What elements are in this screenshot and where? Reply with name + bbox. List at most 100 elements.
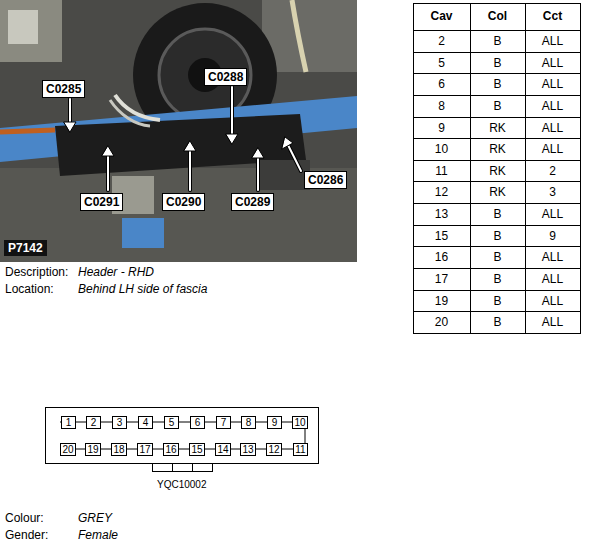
pin-table-grid bbox=[414, 225, 581, 226]
table-header: Cct bbox=[525, 9, 580, 23]
leader-arrow bbox=[64, 87, 301, 190]
pin-table-grid bbox=[414, 138, 581, 139]
leader-arrow bbox=[252, 148, 264, 158]
table-cell: 6 bbox=[413, 77, 470, 91]
table-cell: B bbox=[470, 229, 525, 243]
pin-number: 13 bbox=[240, 443, 256, 456]
pin-number: 6 bbox=[190, 416, 205, 429]
table-cell: ALL bbox=[525, 315, 580, 329]
field-name: Description: bbox=[5, 265, 68, 279]
connector-callout: C0289 bbox=[231, 193, 274, 211]
pin-number: 10 bbox=[292, 416, 308, 429]
pin-number: 1 bbox=[61, 416, 76, 429]
table-cell: ALL bbox=[525, 142, 580, 156]
table-cell: B bbox=[470, 250, 525, 264]
table-cell: 20 bbox=[413, 315, 470, 329]
leader-arrow bbox=[226, 134, 238, 144]
table-cell: B bbox=[470, 207, 525, 221]
photo-number: P7142 bbox=[4, 240, 47, 256]
pin-number: 14 bbox=[215, 443, 231, 456]
photo bbox=[0, 130, 55, 132]
photo bbox=[0, 0, 357, 262]
pin-table-grid bbox=[414, 4, 581, 334]
field-value: Female bbox=[78, 528, 118, 542]
table-cell: ALL bbox=[525, 34, 580, 48]
table-cell: 10 bbox=[413, 142, 470, 156]
photo bbox=[260, 160, 310, 190]
table-cell: 2 bbox=[413, 34, 470, 48]
photo bbox=[0, 0, 62, 62]
pin-number: 8 bbox=[241, 416, 256, 429]
pin-number: 7 bbox=[216, 416, 231, 429]
field-value: Header - RHD bbox=[78, 265, 154, 279]
pin-table-grid bbox=[414, 31, 581, 312]
table-cell: ALL bbox=[525, 56, 580, 70]
photo bbox=[110, 100, 150, 126]
pin-table-grid bbox=[414, 30, 581, 31]
photo bbox=[122, 218, 164, 248]
leader-arrow bbox=[106, 154, 110, 190]
photo bbox=[0, 168, 357, 262]
table-cell: 17 bbox=[413, 272, 470, 286]
connector-callout: C0291 bbox=[80, 193, 123, 211]
field-value: Behind LH side of fascia bbox=[78, 282, 207, 296]
part-number: YQC10002 bbox=[157, 478, 206, 492]
pin-table-grid bbox=[414, 117, 581, 118]
table-cell: 8 bbox=[413, 99, 470, 113]
table-cell: ALL bbox=[525, 77, 580, 91]
table-cell: 3 bbox=[525, 185, 580, 199]
leader-arrow bbox=[64, 122, 293, 158]
pin-number: 18 bbox=[111, 443, 127, 456]
pin-number: 20 bbox=[60, 443, 76, 456]
table-cell: B bbox=[470, 34, 525, 48]
table-cell: ALL bbox=[525, 294, 580, 308]
table-cell: 16 bbox=[413, 250, 470, 264]
leader-arrow bbox=[288, 145, 301, 171]
pin-table-grid bbox=[414, 246, 581, 247]
field-name: Colour: bbox=[5, 511, 44, 525]
table-cell: ALL bbox=[525, 272, 580, 286]
table-cell: B bbox=[470, 99, 525, 113]
leader-arrow bbox=[230, 87, 234, 136]
field-name: Gender: bbox=[5, 528, 48, 542]
pin-table-grid bbox=[414, 73, 581, 74]
table-cell: 9 bbox=[525, 229, 580, 243]
connector-callout: C0288 bbox=[204, 68, 247, 86]
pin-number: 4 bbox=[138, 416, 153, 429]
field-value: GREY bbox=[78, 511, 112, 525]
connector-callout: C0285 bbox=[42, 80, 85, 98]
table-cell: ALL bbox=[525, 250, 580, 264]
leader-arrow bbox=[288, 145, 301, 171]
table-cell: B bbox=[470, 315, 525, 329]
pin-number: 16 bbox=[163, 443, 179, 456]
photo bbox=[115, 95, 160, 120]
leader-arrow bbox=[102, 146, 114, 156]
photo bbox=[8, 10, 38, 44]
pin-table-grid bbox=[414, 290, 581, 291]
connector-face bbox=[46, 408, 319, 464]
pin-number: 15 bbox=[189, 443, 205, 456]
table-cell: B bbox=[470, 294, 525, 308]
leader-arrow bbox=[257, 156, 259, 190]
connector-callout: C0286 bbox=[304, 171, 347, 189]
table-header: Cav bbox=[413, 9, 470, 23]
pin-number: 9 bbox=[267, 416, 282, 429]
table-cell: 12 bbox=[413, 185, 470, 199]
leader-arrow bbox=[68, 99, 72, 124]
pin-number: 11 bbox=[293, 443, 308, 456]
leader-arrow bbox=[184, 141, 196, 151]
table-cell: RK bbox=[470, 185, 525, 199]
pin-table-grid bbox=[414, 4, 581, 334]
table-cell: 2 bbox=[525, 164, 580, 178]
pin-number: 17 bbox=[137, 443, 153, 456]
pin-number: 3 bbox=[112, 416, 127, 429]
connector-face bbox=[153, 464, 213, 472]
leader-arrow bbox=[256, 156, 260, 190]
leader-arrow bbox=[64, 122, 76, 132]
leader-arrow bbox=[282, 137, 293, 149]
pin-number: 5 bbox=[164, 416, 179, 429]
pin-table-grid bbox=[414, 160, 581, 161]
connector-callout: C0290 bbox=[162, 193, 205, 211]
leader-arrow bbox=[69, 99, 71, 124]
table-cell: B bbox=[470, 56, 525, 70]
